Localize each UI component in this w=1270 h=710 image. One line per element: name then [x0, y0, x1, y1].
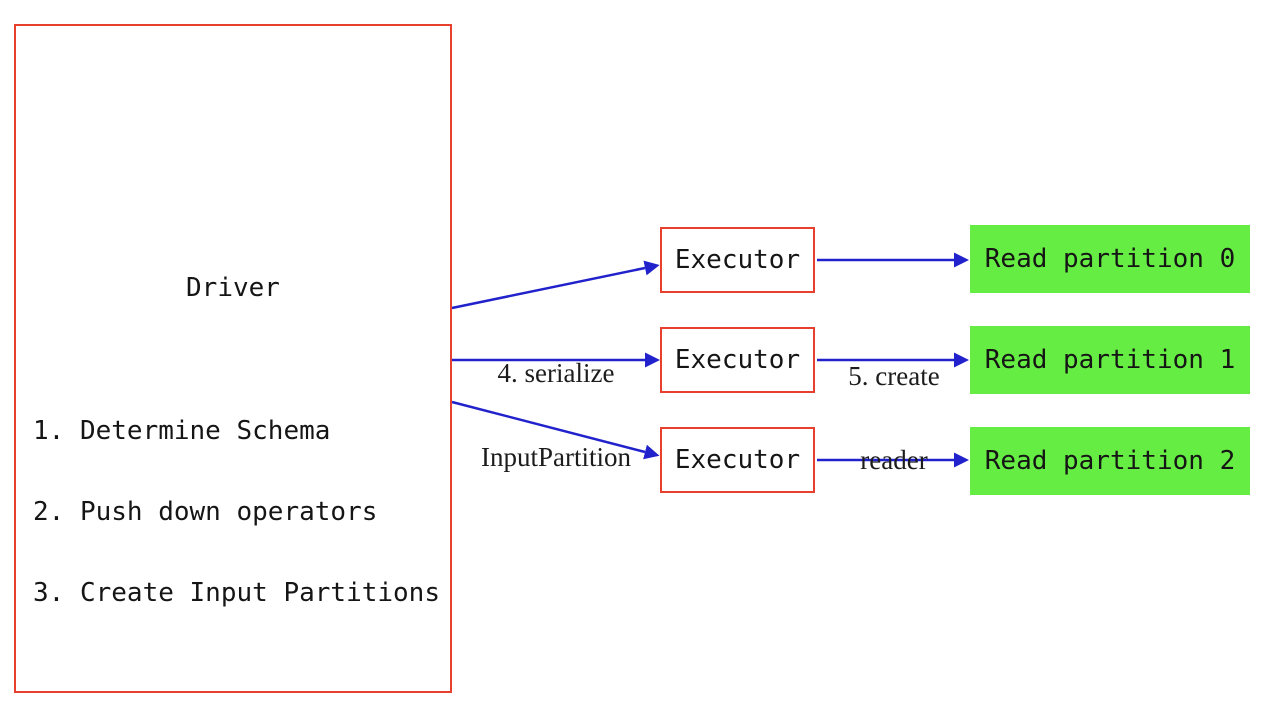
driver-step-1: 1. Determine Schema: [33, 416, 331, 446]
driver-step-3: 3. Create Input Partitions: [33, 578, 440, 608]
read-partition-box-1: Read partition 1: [970, 326, 1250, 394]
executor-box-3: Executor: [660, 427, 815, 493]
read-partition-label-1: Read partition 1: [984, 345, 1236, 375]
arrow-driver-to-executor-3: [451, 400, 660, 460]
edge-label-serialize-line2: InputPartition: [481, 442, 631, 472]
executor-label-1: Executor: [674, 245, 801, 275]
read-partition-label-0: Read partition 0: [984, 244, 1236, 274]
read-partition-label-2: Read partition 2: [984, 446, 1236, 476]
driver-steps-list: 1. Determine Schema 2. Push down operato…: [33, 364, 440, 661]
executor-box-2: Executor: [660, 327, 815, 393]
edge-label-reader-line2: reader: [860, 445, 928, 475]
read-partition-box-2: Read partition 2: [970, 427, 1250, 495]
edge-label-create-reader: 5. create reader: [820, 306, 968, 530]
read-partition-box-0: Read partition 0: [970, 225, 1250, 293]
arrow-driver-to-executor-1: [451, 260, 660, 310]
edge-label-serialize-line1: 4. serialize: [497, 358, 615, 388]
driver-title: Driver: [186, 273, 280, 303]
executor-label-3: Executor: [674, 445, 801, 475]
executor-box-1: Executor: [660, 227, 815, 293]
driver-step-2: 2. Push down operators: [33, 497, 378, 527]
edge-label-serialize-inputpartition: 4. serialize InputPartition: [466, 303, 646, 527]
edge-label-reader-line1: 5. create: [848, 361, 940, 391]
executor-label-2: Executor: [674, 345, 801, 375]
driver-box: [14, 24, 452, 693]
